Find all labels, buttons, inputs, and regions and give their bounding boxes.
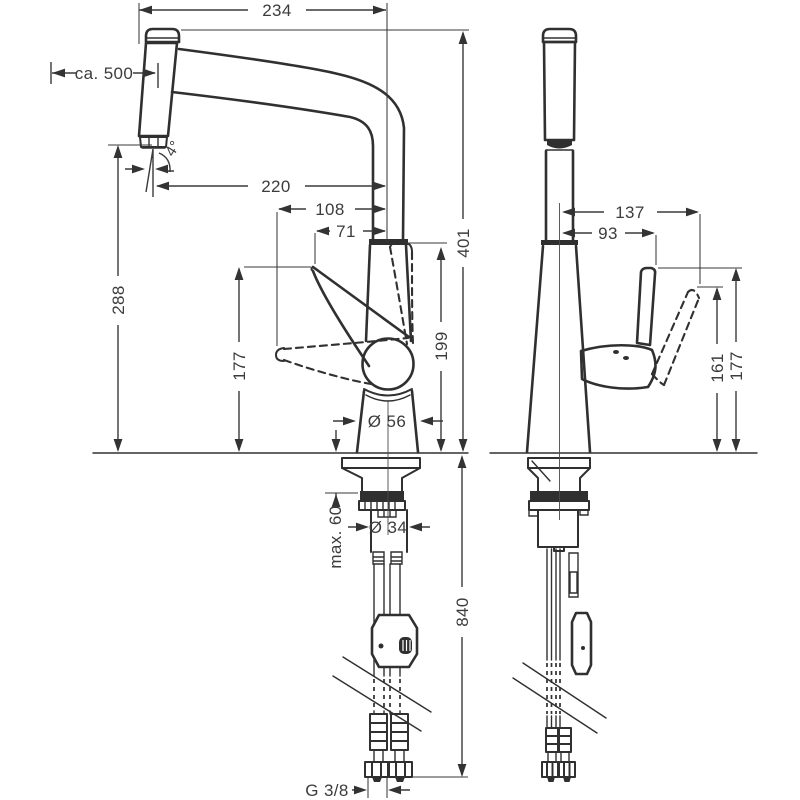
break-lines-right bbox=[512, 662, 607, 734]
dim-label-outlet-height: 288 bbox=[109, 285, 128, 315]
dim-spout-width bbox=[138, 3, 388, 242]
dim-label-spout-reach: 220 bbox=[261, 177, 291, 196]
dim-label-handle-reach: 71 bbox=[336, 222, 356, 241]
dimension-labels: 234 ca. 500 4° 220 108 71 401 199 288 17… bbox=[75, 1, 746, 800]
dim-label-connection-thread: G 3/8 bbox=[305, 781, 349, 800]
hose-weight-side bbox=[570, 611, 593, 676]
spray-head-front bbox=[541, 27, 578, 149]
handle-front-solid bbox=[579, 266, 657, 390]
dim-label-shank-diameter: Ø 34 bbox=[369, 518, 407, 537]
mounting-nut bbox=[358, 500, 406, 511]
hose-connectors-right bbox=[541, 727, 576, 782]
dim-base-diameter bbox=[333, 416, 443, 426]
break-lines-left bbox=[332, 656, 432, 732]
dim-label-handle-tilted-height: 161 bbox=[708, 353, 727, 383]
threaded-shank bbox=[370, 509, 408, 553]
spout-column bbox=[525, 149, 592, 454]
dim-label-spout-width: 234 bbox=[262, 1, 292, 20]
escutcheon-plate bbox=[341, 457, 421, 469]
hose-connectors-left bbox=[364, 713, 413, 782]
aerator-front bbox=[547, 141, 572, 149]
set-screw bbox=[377, 509, 397, 518]
supply-tubes-right bbox=[546, 548, 561, 729]
dim-label-side-width: 137 bbox=[615, 203, 645, 222]
cartridge-housing bbox=[537, 509, 579, 552]
handle-base-escutcheon bbox=[579, 344, 657, 390]
dim-handle-front-height bbox=[658, 267, 742, 452]
spout-arm bbox=[170, 47, 408, 245]
dim-spout-height bbox=[181, 29, 469, 452]
diverter-unit bbox=[568, 552, 579, 598]
dim-max-counter-thickness bbox=[325, 430, 358, 507]
dim-handle-open-reach bbox=[276, 204, 386, 346]
dim-handle-tilted-height bbox=[697, 286, 723, 452]
seal-band bbox=[360, 491, 404, 501]
right-view-faucet bbox=[489, 27, 758, 782]
dim-label-max-counter-thickness: max. 60 bbox=[326, 505, 345, 568]
mounting-hardware-left bbox=[341, 457, 421, 565]
handle-lever-dashed-low bbox=[275, 336, 410, 386]
dim-outlet-height bbox=[108, 144, 152, 452]
handle-lever-solid bbox=[310, 265, 411, 368]
dim-label-spout-height: 401 bbox=[454, 228, 473, 258]
dim-handle-reach bbox=[314, 226, 386, 264]
dim-shank-diameter bbox=[348, 522, 430, 532]
dim-label-pullout-hose: ca. 500 bbox=[75, 64, 134, 83]
dim-spout-reach bbox=[156, 181, 386, 191]
dim-hose-drop bbox=[413, 455, 468, 778]
dim-handle-tip-height bbox=[234, 266, 311, 452]
base-cone bbox=[355, 389, 420, 454]
dim-label-handle-tip-height: 177 bbox=[230, 351, 249, 381]
spout-joint-band bbox=[369, 239, 408, 245]
dim-label-hose-drop: 840 bbox=[453, 597, 472, 627]
dim-pullout-hose bbox=[50, 62, 159, 88]
dim-connection-thread bbox=[352, 778, 410, 798]
dim-label-handle-open-reach: 108 bbox=[315, 200, 345, 219]
dim-handle-offset bbox=[562, 228, 657, 265]
dim-label-base-diameter: Ø 56 bbox=[368, 412, 406, 431]
handle-lever-dashed-raised bbox=[388, 241, 415, 346]
dimension-lines bbox=[50, 3, 742, 798]
dim-side-width bbox=[562, 207, 701, 284]
hose-weight bbox=[370, 613, 419, 669]
dim-label-handle-raised-height: 199 bbox=[432, 331, 451, 361]
handle-front-dashed-tilted bbox=[650, 288, 701, 387]
body-cone-front bbox=[525, 244, 592, 454]
mounting-hardware-right bbox=[527, 457, 591, 598]
faucet-body bbox=[355, 243, 420, 454]
dim-label-handle-front-height: 177 bbox=[727, 351, 746, 381]
dim-handle-raised-height bbox=[407, 242, 447, 452]
pullout-spray-head bbox=[137, 27, 181, 149]
dim-aerator-angle bbox=[125, 148, 174, 197]
dim-label-handle-offset: 93 bbox=[598, 224, 618, 243]
left-view-faucet bbox=[92, 27, 469, 782]
handle-pivot-dome bbox=[361, 337, 415, 391]
